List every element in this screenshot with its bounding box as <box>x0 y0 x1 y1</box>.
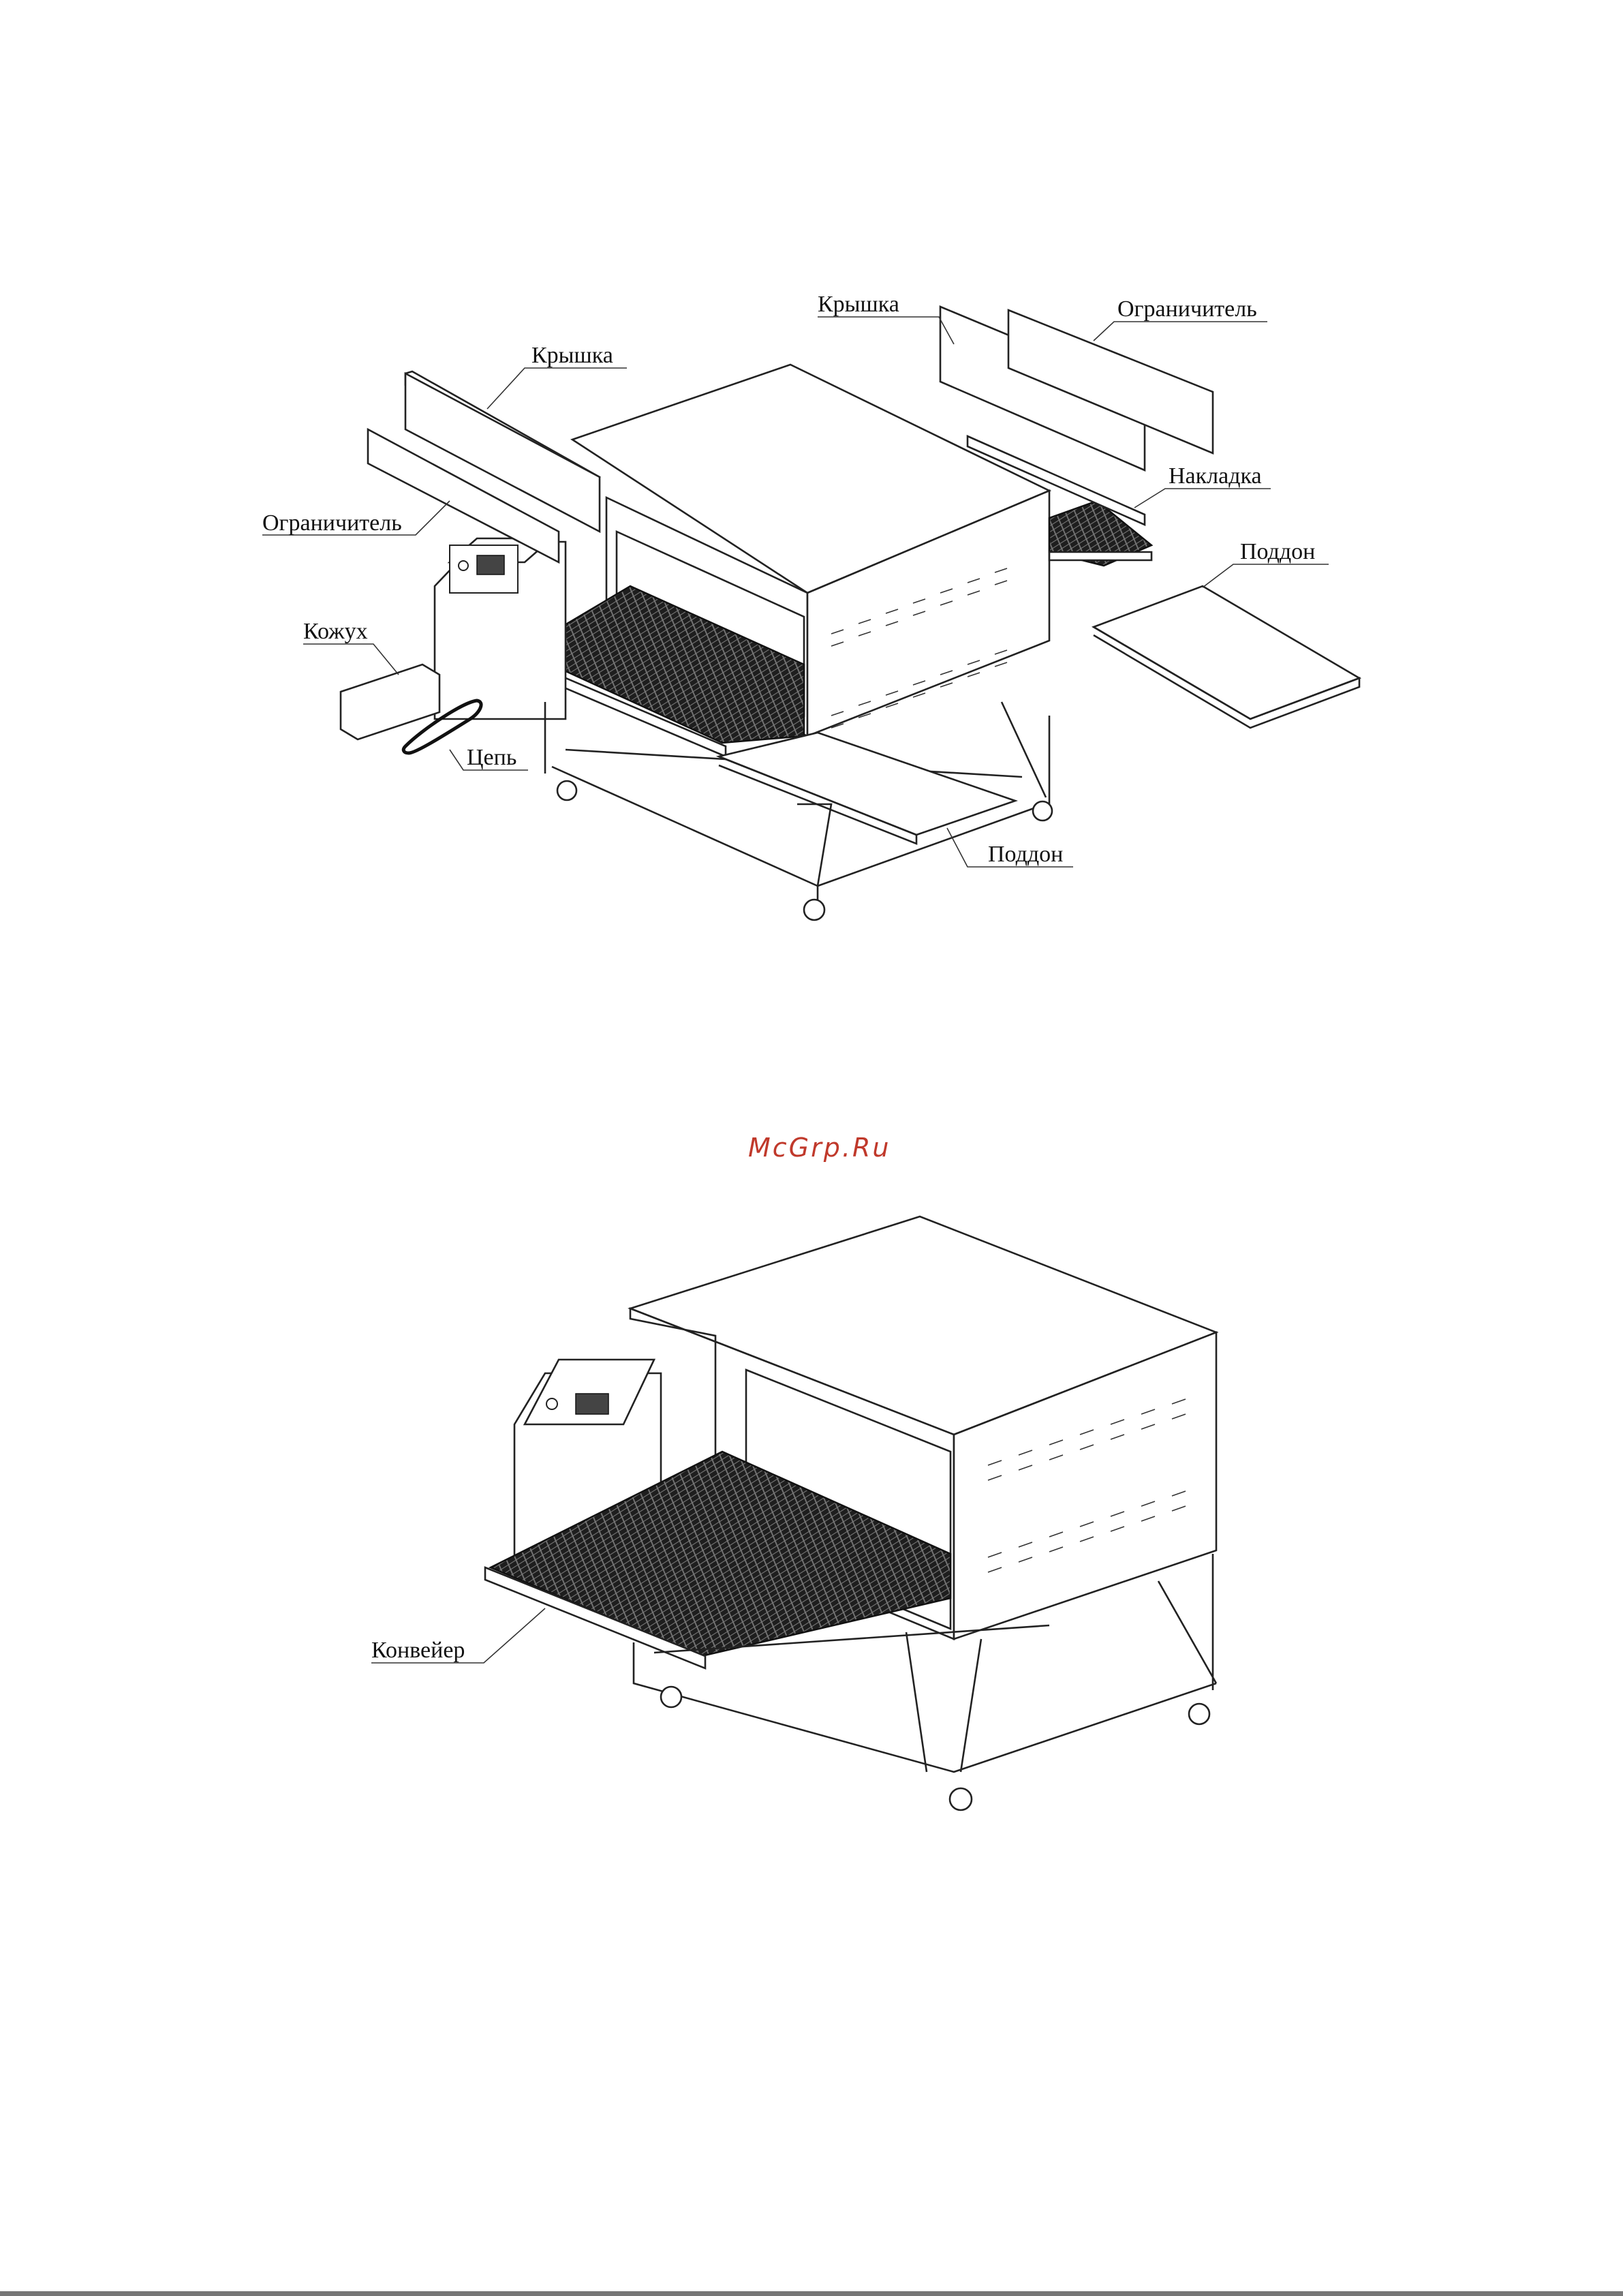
label-lid-left: Крышка <box>531 343 613 368</box>
label-limiter-right: Ограничитель <box>1117 296 1257 322</box>
tray-right <box>1094 586 1359 719</box>
label-lid-right: Крышка <box>818 292 899 317</box>
oven2-control-display <box>576 1394 608 1414</box>
oven-assembled-diagram: Конвейер <box>371 1216 1216 1810</box>
label-conveyor: Конвейер <box>371 1638 465 1663</box>
control-display <box>477 555 504 575</box>
oven-exploded-diagram: Крышка Ограничитель Кожух Цепь Крышка Ог… <box>262 292 1359 920</box>
label-limiter-left: Ограничитель <box>262 510 402 536</box>
conveyor-rail-rear <box>1049 552 1151 560</box>
label-chain: Цепь <box>467 745 516 770</box>
label-cover: Кожух <box>303 619 368 644</box>
oven2-casters <box>661 1687 1209 1810</box>
page-bottom-edge <box>0 2291 1623 2296</box>
label-tray-front: Поддон <box>988 842 1063 867</box>
watermark-text: McGrp.Ru <box>748 1133 891 1163</box>
label-overlay: Накладка <box>1169 463 1262 489</box>
label-tray-right: Поддон <box>1240 539 1315 564</box>
